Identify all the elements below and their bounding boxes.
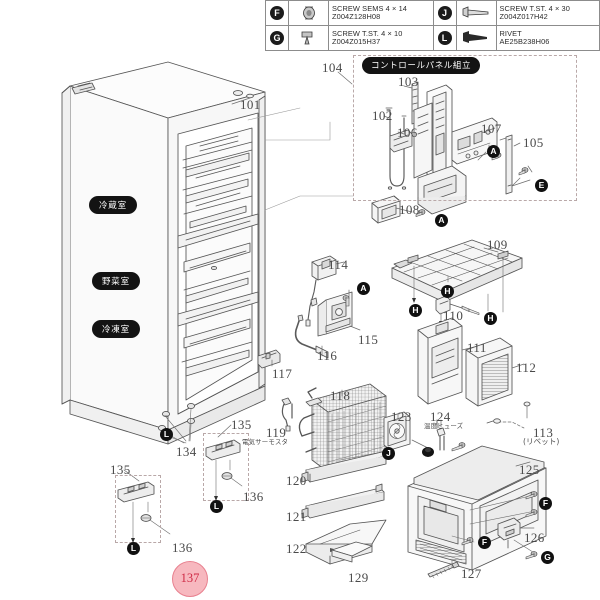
legend-name-g: SCREW T.ST. 4 × 10: [332, 28, 403, 38]
callout-121: 121: [286, 509, 307, 524]
badge-l: L: [437, 30, 452, 45]
badge-g: G: [270, 30, 284, 45]
legend-column-left: F SCREW SEMS 4 × 14 Z004Z128H08 G: [265, 0, 433, 51]
marker-e-105: E: [535, 179, 548, 192]
group-box-135b: [115, 475, 161, 543]
legend-code-l: AE25B238H06: [499, 36, 550, 46]
badge-f: F: [270, 5, 284, 20]
callout-119: 119: [266, 425, 287, 440]
marker-l-136-a: L: [210, 500, 223, 513]
legend-key-g: G: [266, 25, 289, 50]
callout-134: 134: [176, 444, 197, 459]
marker-h-109-c: H: [484, 312, 497, 325]
screw-tst-icon: [289, 25, 329, 50]
marker-f-125-a: F: [539, 497, 552, 510]
callout-113: 113: [533, 425, 554, 440]
callout-105: 105: [523, 135, 544, 150]
callout-112: 112: [516, 360, 537, 375]
callout-106: 106: [397, 125, 418, 140]
legend-code-g: Z004Z015H37: [332, 36, 381, 46]
callout-111: 111: [467, 340, 487, 355]
legend-name-l: RIVET: [499, 28, 522, 38]
legend-name-f: SCREW SEMS 4 × 14: [332, 3, 408, 13]
annotation-thermostat: 電気サーモスタ: [242, 438, 289, 446]
legend-code-j: Z004Z017H42: [499, 11, 548, 21]
callout-108: 108: [399, 202, 420, 217]
compartment-label-vegetable: 野菜室: [92, 272, 140, 290]
rivet-icon: [457, 25, 497, 50]
callout-135-a: 135: [231, 417, 252, 432]
control-panel-group-box: [353, 55, 577, 201]
legend-text-g: SCREW T.ST. 4 × 10 Z004Z015H37: [329, 30, 433, 46]
callout-115: 115: [358, 332, 379, 347]
callout-136-b: 136: [172, 540, 193, 555]
callout-120: 120: [286, 473, 307, 488]
legend-code-f: Z004Z128H08: [332, 11, 381, 21]
legend-row-l: L RIVET AE25B238H06: [432, 25, 600, 51]
callout-124: 124: [430, 409, 451, 424]
callout-107: 107: [481, 121, 502, 136]
marker-a-115: A: [357, 282, 370, 295]
compartment-label-fridge: 冷蔵室: [89, 196, 137, 214]
legend-text-f: SCREW SEMS 4 × 14 Z004Z128H08: [329, 5, 433, 21]
legend-key-l: L: [434, 25, 457, 50]
marker-f-125-b: F: [478, 536, 491, 549]
callout-117: 117: [272, 366, 293, 381]
annotation-rivet: (リベット): [523, 437, 560, 446]
badge-j: J: [437, 5, 452, 20]
callout-104: 104: [322, 60, 343, 75]
marker-h-109-b: H: [441, 285, 454, 298]
legend-row-g: G SCREW T.ST. 4 × 10 Z004Z015H37: [265, 25, 433, 51]
callout-135-b: 135: [110, 462, 131, 477]
marker-j-118: J: [382, 447, 395, 460]
callout-103: 103: [398, 74, 419, 89]
callout-127: 127: [461, 566, 482, 581]
callout-116: 116: [317, 348, 338, 363]
marker-a-108: A: [435, 214, 448, 227]
legend-key-f: F: [266, 1, 289, 25]
legend-key-j: J: [434, 1, 457, 25]
highlighted-part-137[interactable]: 137: [172, 561, 208, 597]
marker-l-136-b: L: [127, 542, 140, 555]
callout-109: 109: [487, 237, 508, 252]
screw-tst-long-icon: [457, 1, 497, 25]
callout-114: 114: [328, 257, 349, 272]
marker-a-105: A: [487, 145, 500, 158]
callout-126: 126: [524, 530, 545, 545]
legend-text-j: SCREW T.ST. 4 × 30 Z004Z017H42: [497, 5, 600, 21]
legend-row-j: J SCREW T.ST. 4 × 30 Z004Z017H42: [432, 0, 600, 26]
legend-text-l: RIVET AE25B238H06: [497, 30, 600, 46]
compartment-label-freezer: 冷凍室: [92, 320, 140, 338]
parts-legend-table: F SCREW SEMS 4 × 14 Z004Z128H08 G: [265, 0, 600, 51]
callout-125: 125: [519, 462, 540, 477]
callout-102: 102: [372, 108, 393, 123]
callout-110: 110: [443, 308, 464, 323]
callout-101: 101: [240, 97, 261, 112]
legend-row-f: F SCREW SEMS 4 × 14 Z004Z128H08: [265, 0, 433, 26]
marker-h-109-a: H: [409, 304, 422, 317]
callout-122: 122: [286, 541, 307, 556]
group-box-135a: [203, 433, 249, 501]
legend-name-j: SCREW T.ST. 4 × 30: [499, 3, 570, 13]
annotation-thermal-fuse: 温度ヒューズ: [424, 422, 464, 430]
callout-118: 118: [330, 388, 351, 403]
marker-l-134: L: [160, 428, 173, 441]
callout-123: 123: [391, 409, 412, 424]
callout-129: 129: [348, 570, 369, 585]
control-panel-group-label: コントロールパネル組立: [362, 57, 481, 74]
callout-136-a: 136: [243, 489, 264, 504]
legend-column-right: J SCREW T.ST. 4 × 30 Z004Z017H42 L: [432, 0, 600, 51]
screw-sems-icon: [289, 1, 329, 25]
marker-g-126: G: [541, 551, 554, 564]
